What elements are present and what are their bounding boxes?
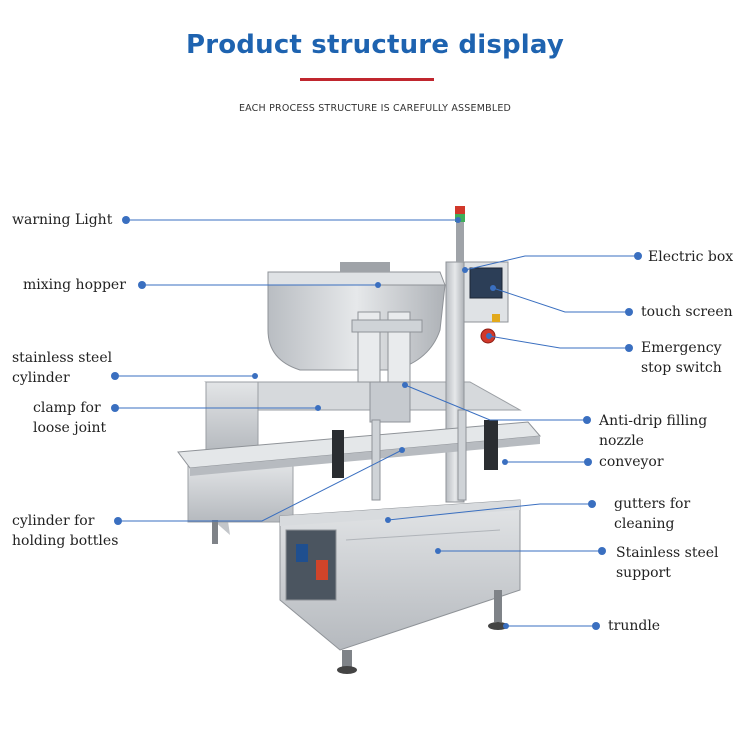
leader-holding-cylinder — [114, 447, 405, 525]
stainless-support — [279, 499, 521, 651]
label-mixing-hopper: mixing hopper — [23, 277, 126, 293]
leader-lines — [111, 216, 642, 630]
label-holding-cylinder-line1: cylinder for — [12, 513, 95, 529]
page-title: Product structure display — [185, 30, 565, 60]
warning-light-tower — [455, 206, 465, 262]
conveyor-belt — [177, 421, 542, 476]
leader-warning-light — [122, 216, 461, 224]
leader-clamp — [111, 404, 321, 412]
filling-cylinders — [351, 311, 423, 423]
leader-trundle — [503, 622, 600, 630]
leader-stainless-cylinder — [111, 372, 258, 380]
label-stainless-cylinder-line2: cylinder — [12, 370, 70, 386]
leader-conveyor — [502, 458, 592, 466]
page-subtitle: EACH PROCESS STRUCTURE IS CAREFULLY ASSE… — [238, 103, 512, 114]
leader-emergency — [486, 333, 633, 352]
label-touch-screen: touch screen — [641, 304, 733, 320]
leader-mixing-hopper — [138, 281, 381, 289]
label-nozzle-line2: nozzle — [599, 433, 644, 449]
label-support-line1: Stainless steel — [616, 545, 719, 561]
mixing-hopper — [267, 262, 446, 371]
leader-electric-box — [462, 252, 642, 273]
label-stainless-cylinder-line1: stainless steel — [12, 350, 113, 366]
nozzles — [332, 409, 498, 501]
label-clamp-line2: loose joint — [33, 420, 107, 436]
label-support-line2: support — [616, 565, 671, 581]
control-column — [445, 261, 509, 503]
label-trundle: trundle — [608, 618, 661, 634]
label-holding-cylinder-line2: holding bottles — [12, 533, 119, 549]
title-underline — [300, 78, 434, 81]
label-clamp-line1: clamp for — [33, 400, 101, 416]
label-gutters-line1: gutters for — [614, 496, 691, 512]
label-emergency-line1: Emergency — [641, 340, 722, 356]
trundles — [212, 520, 508, 674]
label-warning-light: warning Light — [12, 212, 113, 228]
label-nozzle-line1: Anti-drip filling — [599, 413, 708, 429]
leader-nozzle — [402, 382, 591, 424]
leader-gutters — [385, 500, 596, 523]
label-emergency-line2: stop switch — [641, 360, 722, 376]
label-gutters-line2: cleaning — [614, 516, 675, 532]
label-electric-box: Electric box — [648, 249, 734, 265]
leader-support — [435, 547, 606, 555]
leader-touch-screen — [490, 285, 633, 316]
worktable — [204, 381, 522, 453]
label-conveyor: conveyor — [599, 454, 664, 470]
